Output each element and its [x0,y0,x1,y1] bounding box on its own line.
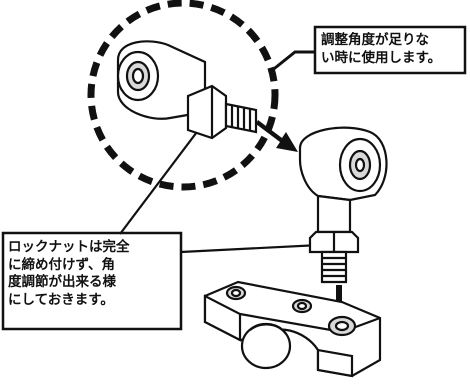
top-callout-leader [269,50,315,74]
lock-nut-callout-box [1,231,183,331]
lock-nut-note: ロックナットは完全 に締め付けず、角 度調節が出来る様 にしておきます。 [8,239,130,308]
usage-note: 調整角度が足りな い時に使用します。 [321,32,442,66]
handlebar-clamp [203,280,382,378]
direction-arrow-1 [256,120,298,152]
elbow-adapter-detail [116,40,258,140]
top-callout-box [313,25,467,75]
lock-nut-leader-2 [180,243,321,254]
elbow-adapter [298,126,388,284]
detail-circle [87,0,279,191]
